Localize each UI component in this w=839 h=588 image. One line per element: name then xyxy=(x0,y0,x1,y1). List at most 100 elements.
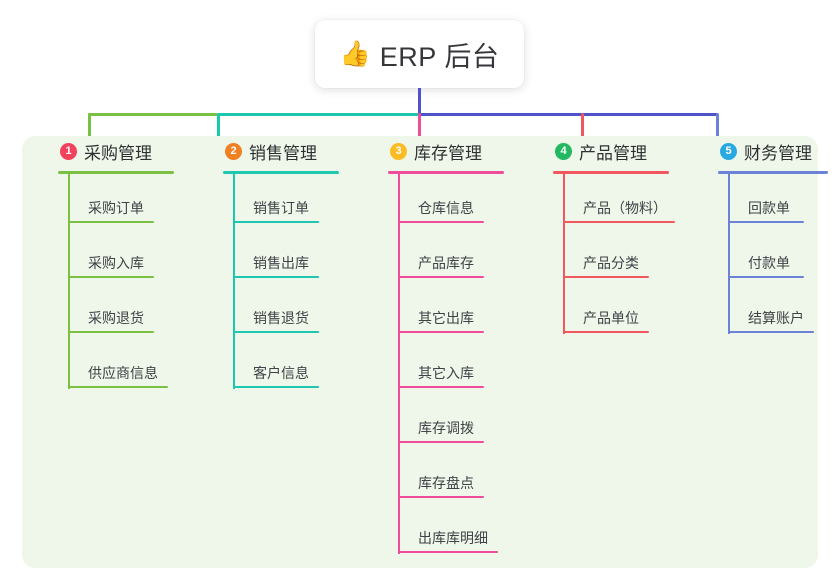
list-item-label: 供应商信息 xyxy=(88,365,158,381)
column-5: 5 财务管理回款单付款单结算账户 xyxy=(718,136,838,339)
list-item[interactable]: 出库库明细 xyxy=(388,504,538,559)
column-header-1[interactable]: 1 采购管理 xyxy=(58,136,208,166)
list-item-label: 库存盘点 xyxy=(418,475,474,491)
list-item[interactable]: 产品库存 xyxy=(388,229,538,284)
list-item-rule xyxy=(728,276,804,278)
column-spine-5 xyxy=(728,174,730,334)
list-item-rule xyxy=(398,276,484,278)
list-item-label: 库存调拨 xyxy=(418,420,474,436)
list-item[interactable]: 产品（物料） xyxy=(553,174,705,229)
column-title-3: 库存管理 xyxy=(414,143,482,163)
list-item-label: 仓库信息 xyxy=(418,200,474,216)
root-node[interactable]: 👍 ERP 后台 xyxy=(315,20,524,88)
list-item[interactable]: 采购订单 xyxy=(58,174,208,229)
bus-segment-blue xyxy=(418,113,718,116)
drop-col-2 xyxy=(217,113,220,141)
column-spine-4 xyxy=(563,174,565,334)
list-item[interactable]: 其它出库 xyxy=(388,284,538,339)
list-item[interactable]: 回款单 xyxy=(718,174,838,229)
list-item-label: 销售出库 xyxy=(253,255,309,271)
column-items-5: 回款单付款单结算账户 xyxy=(718,174,838,339)
drop-col-5 xyxy=(716,113,719,141)
column-2: 2 销售管理销售订单销售出库销售退货客户信息 xyxy=(223,136,373,394)
list-item-label: 出库库明细 xyxy=(418,530,488,546)
column-title-2: 销售管理 xyxy=(249,143,317,163)
list-item-label: 销售退货 xyxy=(253,310,309,326)
column-items-2: 销售订单销售出库销售退货客户信息 xyxy=(223,174,373,394)
list-item-label: 采购订单 xyxy=(88,200,144,216)
list-item-rule xyxy=(398,386,484,388)
list-item-label: 其它入库 xyxy=(418,365,474,381)
list-item-rule xyxy=(68,221,154,223)
column-title-5: 财务管理 xyxy=(744,143,812,163)
list-item-rule xyxy=(563,221,675,223)
list-item-rule xyxy=(398,496,484,498)
trunk-connector xyxy=(418,88,421,114)
list-item[interactable]: 销售出库 xyxy=(223,229,373,284)
list-item[interactable]: 供应商信息 xyxy=(58,339,208,394)
bus-segment-green xyxy=(88,113,218,116)
column-spine-2 xyxy=(233,174,235,389)
list-item[interactable]: 产品单位 xyxy=(553,284,705,339)
column-header-5[interactable]: 5 财务管理 xyxy=(718,136,838,166)
list-item[interactable]: 销售订单 xyxy=(223,174,373,229)
list-item-rule xyxy=(398,441,484,443)
list-item-rule xyxy=(233,331,319,333)
list-item-label: 其它出库 xyxy=(418,310,474,326)
root-title: ERP 后台 xyxy=(379,41,500,72)
list-item[interactable]: 付款单 xyxy=(718,229,838,284)
list-item-rule xyxy=(68,276,154,278)
column-title-1: 采购管理 xyxy=(84,143,152,163)
list-item-rule xyxy=(233,221,319,223)
list-item[interactable]: 采购入库 xyxy=(58,229,208,284)
list-item[interactable]: 仓库信息 xyxy=(388,174,538,229)
column-items-1: 采购订单采购入库采购退货供应商信息 xyxy=(58,174,208,394)
list-item-label: 产品单位 xyxy=(583,310,639,326)
list-item[interactable]: 结算账户 xyxy=(718,284,838,339)
list-item[interactable]: 采购退货 xyxy=(58,284,208,339)
list-item[interactable]: 库存盘点 xyxy=(388,449,538,504)
list-item-label: 产品分类 xyxy=(583,255,639,271)
list-item-rule xyxy=(563,331,649,333)
list-item-rule xyxy=(398,331,484,333)
list-item-rule xyxy=(563,276,649,278)
list-item[interactable]: 客户信息 xyxy=(223,339,373,394)
list-item-rule xyxy=(68,386,168,388)
column-badge-2: 2 xyxy=(225,142,242,160)
column-1: 1 采购管理采购订单采购入库采购退货供应商信息 xyxy=(58,136,208,394)
list-item-rule xyxy=(68,331,154,333)
column-rule-4 xyxy=(553,171,669,174)
list-item[interactable]: 产品分类 xyxy=(553,229,705,284)
list-item-label: 客户信息 xyxy=(253,365,309,381)
list-item-label: 回款单 xyxy=(748,200,790,216)
drop-col-1 xyxy=(88,113,91,141)
thumbs-up-icon: 👍 xyxy=(339,39,371,68)
column-badge-1: 1 xyxy=(60,142,77,160)
list-item-label: 采购入库 xyxy=(88,255,144,271)
column-rule-5 xyxy=(718,171,828,174)
column-rule-3 xyxy=(388,171,504,174)
column-items-3: 仓库信息产品库存其它出库其它入库库存调拨库存盘点出库库明细 xyxy=(388,174,538,559)
column-spine-3 xyxy=(398,174,400,554)
column-header-2[interactable]: 2 销售管理 xyxy=(223,136,373,166)
column-badge-5: 5 xyxy=(720,142,737,160)
column-items-4: 产品（物料） 产品分类产品单位 xyxy=(553,174,705,339)
list-item-label: 采购退货 xyxy=(88,310,144,326)
list-item-label: 结算账户 xyxy=(748,310,804,326)
column-rule-1 xyxy=(58,171,174,174)
list-item[interactable]: 库存调拨 xyxy=(388,394,538,449)
column-badge-3: 3 xyxy=(390,142,407,160)
list-item-label: 产品库存 xyxy=(418,255,474,271)
drop-col-4 xyxy=(581,113,584,141)
drop-col-3 xyxy=(418,113,421,141)
list-item-rule xyxy=(398,221,484,223)
column-title-4: 产品管理 xyxy=(579,143,647,163)
modules-card: 1 采购管理采购订单采购入库采购退货供应商信息 2 销售管理销售订单销售出库销售退货客… xyxy=(22,136,828,568)
list-item[interactable]: 销售退货 xyxy=(223,284,373,339)
list-item-rule xyxy=(728,221,804,223)
list-item[interactable]: 其它入库 xyxy=(388,339,538,394)
column-header-3[interactable]: 3 库存管理 xyxy=(388,136,538,166)
